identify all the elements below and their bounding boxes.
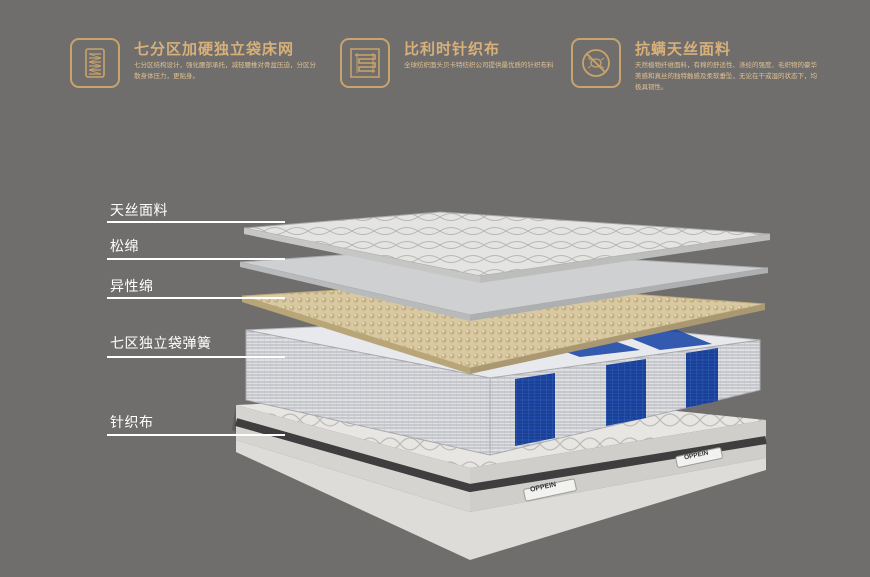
feature-description: 天然植物纤维面料，有棉的舒适性、涤纶的强度、毛织物的豪华美感和真丝的独特触感及柔…	[635, 61, 817, 91]
feature-description: 全球纺织面头贝卡特纺织公司提供最优质的针织布料	[404, 61, 554, 69]
layer-label-tencel: 天丝面料	[110, 203, 168, 219]
feature-title: 抗螨天丝面料	[635, 40, 732, 58]
knit-fabric-icon	[340, 38, 390, 88]
anti-mite-icon	[571, 38, 621, 88]
pocket-spring-icon	[70, 38, 120, 88]
feature-description: 七分区结构设计，强化腰部承托，减轻腰椎对骨盆压迫，分区分散身体压力，更贴身。	[134, 61, 316, 80]
leader-line	[107, 297, 285, 299]
layer-label-pocket-springs: 七区独立袋弹簧	[110, 336, 212, 352]
irregular-foam-layer	[241, 281, 766, 374]
feature-title: 比利时针织布	[404, 40, 501, 58]
layer-label-irregular-foam: 异性绵	[110, 279, 154, 295]
leader-line	[107, 356, 285, 358]
leader-line	[107, 221, 285, 223]
layer-label-soft-foam: 松绵	[110, 239, 139, 255]
leader-line	[107, 434, 285, 436]
feature-title: 七分区加硬独立袋床网	[134, 40, 295, 58]
leader-line	[107, 258, 285, 260]
layer-label-knit-fabric: 针织布	[110, 415, 154, 431]
tencel-top-layer	[243, 211, 771, 283]
soft-foam-layer	[239, 247, 769, 321]
